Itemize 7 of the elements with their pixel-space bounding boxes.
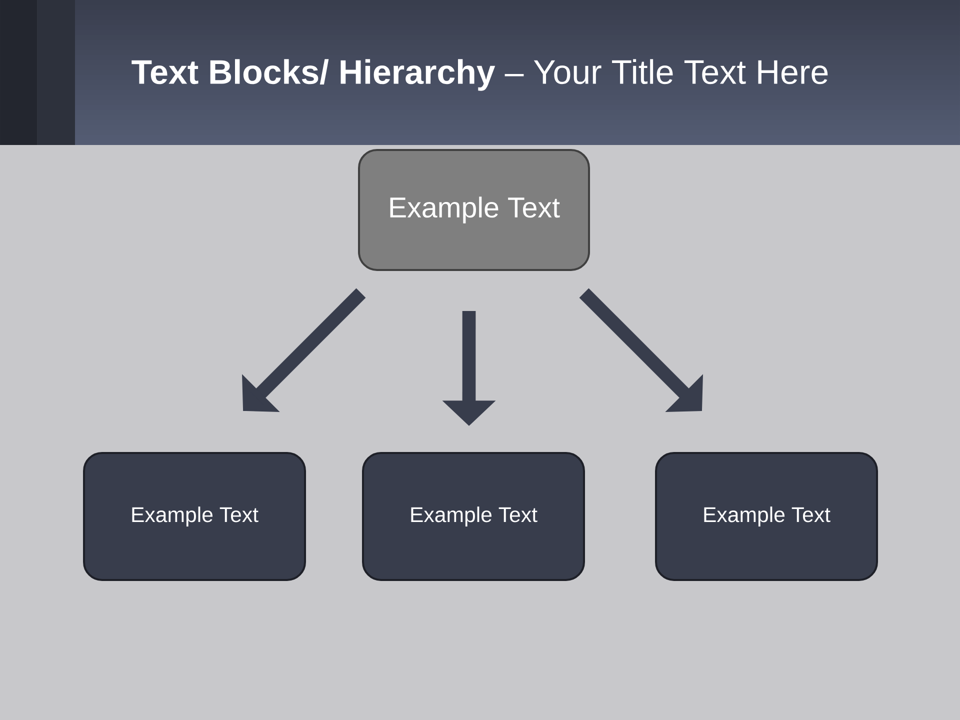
slide-title: Text Blocks/ Hierarchy – Your Title Text Here (132, 59, 828, 91)
process-box: Example Text (362, 452, 585, 581)
arrow (579, 288, 703, 412)
arrow (242, 288, 366, 412)
process-box: Example Text (655, 452, 878, 581)
process-box: Example Text (83, 452, 306, 581)
process-box: Example Text (358, 148, 590, 271)
